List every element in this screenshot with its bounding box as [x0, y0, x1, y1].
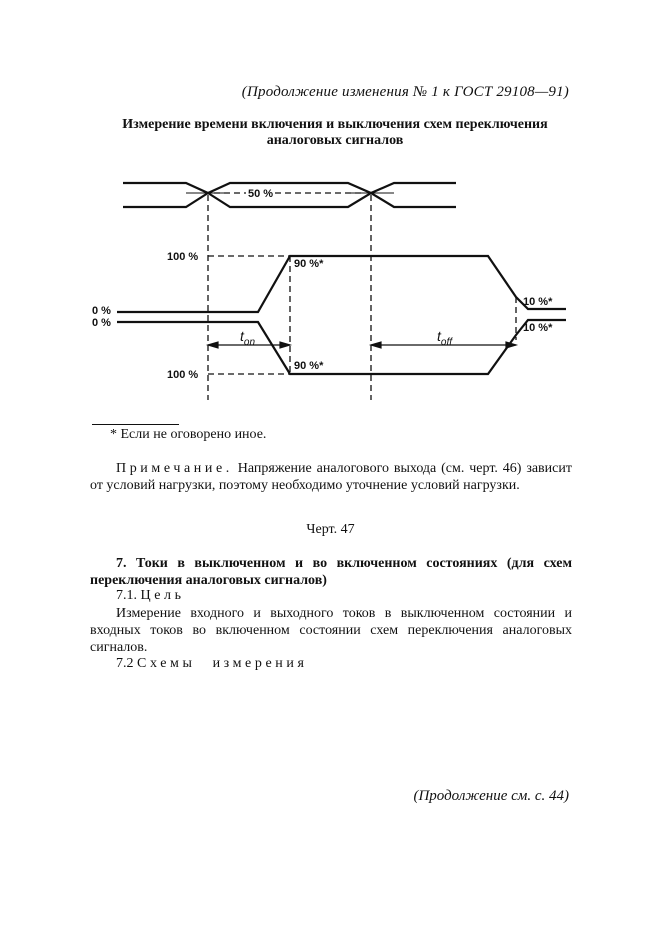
footnote-rule [92, 424, 179, 425]
t-off-label: toff [437, 328, 453, 348]
footnote: * Если не оговорено иное. [110, 427, 267, 442]
figure-title: Измерение времени включения и выключения… [122, 117, 548, 148]
ninety-percent-bottom-label: 90 %* [294, 360, 324, 372]
subsection-7-2-heading: 7.2 Схемы измерения [116, 656, 308, 672]
subsection-7-2-number: 7.2 [116, 656, 134, 671]
zero-percent-label-1: 0 % [92, 305, 111, 317]
control-signal-upper [123, 181, 456, 195]
note-paragraph: Примечание. Напряжение аналогового выход… [90, 460, 572, 494]
continuation-header: (Продолжение изменения № 1 к ГОСТ 29108—… [241, 84, 569, 100]
ten-percent-bottom-label: 10 %* [523, 322, 553, 334]
subsection-7-1-label: Цель [140, 588, 185, 603]
timing-diagram: 50 % 100 % 100 % 0 % 0 % 90 %* 90 %* 10 … [92, 181, 566, 400]
subsection-7-1-text: Измерение входного и выходного токов в в… [90, 606, 572, 655]
subsection-7-1-heading: 7.1. Цель [116, 588, 185, 604]
output-waveform-rising [117, 254, 566, 314]
hundred-percent-bottom-label: 100 % [167, 369, 198, 381]
zero-percent-label-2: 0 % [92, 317, 111, 329]
fifty-percent-label: 50 % [248, 188, 273, 200]
note-label: Примечание. [116, 461, 233, 476]
control-signal-lower [123, 191, 456, 209]
ten-percent-top-label: 10 %* [523, 296, 553, 308]
continuation-footer: (Продолжение см. с. 44) [413, 788, 569, 804]
ninety-percent-top-label: 90 %* [294, 258, 324, 270]
subsection-7-2-label: Схемы измерения [137, 656, 308, 671]
section-7-title: 7. Токи в выключенном и во включенном со… [90, 556, 572, 588]
subsection-7-1-number: 7.1. [116, 588, 137, 603]
t-on-label: ton [240, 328, 255, 348]
hundred-percent-top-label: 100 % [167, 251, 198, 263]
output-waveform-falling [117, 318, 566, 376]
figure-caption: Черт. 47 [306, 522, 355, 537]
note-text: Напряжение аналогового выхода (см. черт.… [90, 461, 572, 493]
